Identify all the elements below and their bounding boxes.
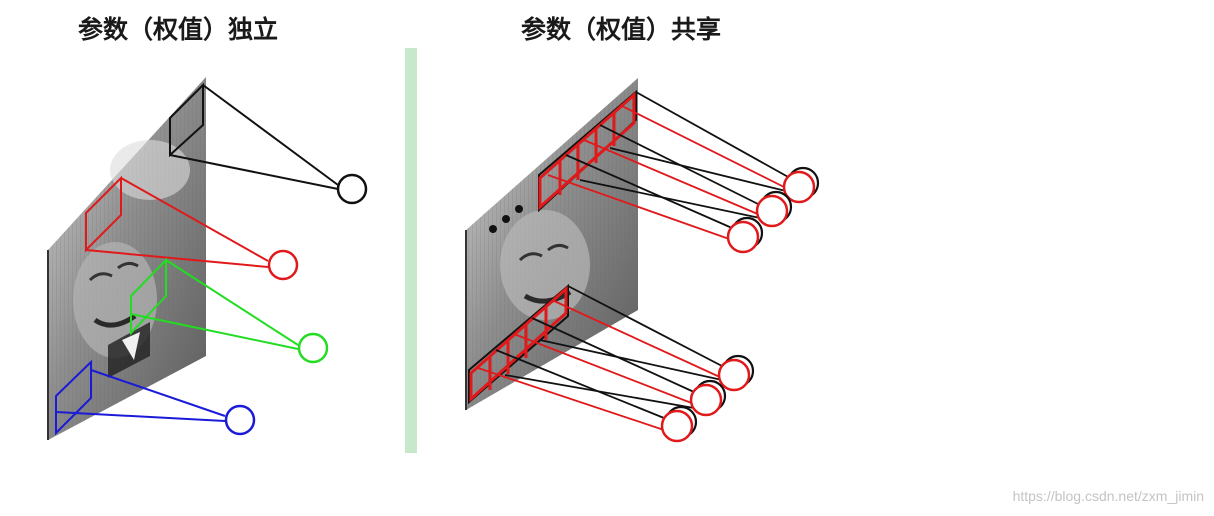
neuron-shared-bottom-1	[717, 358, 751, 392]
watermark: https://blog.csdn.net/zxm_jimin	[1012, 488, 1204, 504]
receptive-field-red	[85, 175, 299, 281]
neuron-red	[267, 249, 299, 281]
ellipsis-dot	[489, 225, 497, 233]
neuron-shared-bottom-2	[689, 383, 723, 417]
ellipsis-dot	[515, 205, 523, 213]
title-independent-weights: 参数（权值）独立	[78, 15, 279, 44]
right-panel	[465, 78, 820, 443]
shared-filters-bottom	[468, 283, 755, 443]
receptive-field-green	[130, 257, 329, 364]
receptive-field-black	[169, 82, 368, 205]
panel-divider	[405, 48, 417, 453]
neuron-shared-top-2	[755, 194, 789, 228]
neuron-shared-top-3	[726, 220, 760, 254]
neuron-green	[297, 332, 329, 364]
shared-filters-top	[538, 89, 820, 254]
receptive-field-blue	[55, 359, 256, 436]
ellipsis-dot	[502, 215, 510, 223]
neuron-blue	[224, 404, 256, 436]
neuron-black	[336, 173, 368, 205]
neuron-shared-top-1	[782, 170, 816, 204]
title-shared-weights: 参数（权值）共享	[521, 15, 722, 44]
portrait-image-right	[465, 78, 638, 410]
neuron-shared-bottom-3	[660, 409, 694, 443]
left-panel	[47, 77, 368, 440]
